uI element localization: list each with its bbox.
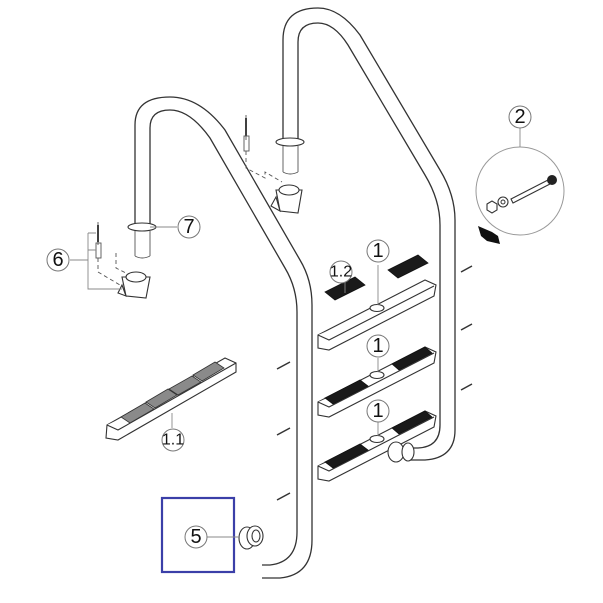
callout-2[interactable]: 2 <box>508 105 532 129</box>
left-handrail <box>127 96 313 579</box>
bolt-set-detail <box>475 128 565 244</box>
callout-1-2-label: 1.2 <box>330 264 352 281</box>
highlight-box <box>160 496 236 574</box>
callout-5[interactable]: 5 <box>184 525 208 549</box>
callout-1-bottom-label: 1 <box>372 400 383 422</box>
callout-2-label: 2 <box>514 106 525 128</box>
rail-screws <box>276 265 473 501</box>
callout-1-top[interactable]: 1 <box>366 239 390 263</box>
end-cap-part-5 <box>238 525 264 550</box>
callout-5-label: 5 <box>190 526 201 548</box>
right-flange <box>275 137 305 147</box>
callout-1-mid-label: 1 <box>372 335 383 357</box>
callout-6-label: 6 <box>52 249 63 271</box>
callout-1-bottom[interactable]: 1 <box>366 399 390 423</box>
callout-7-label: 7 <box>183 216 194 238</box>
callout-7[interactable]: 7 <box>177 215 201 239</box>
callout-1-1[interactable]: 1.1 <box>161 428 185 452</box>
step-bottom <box>317 410 437 482</box>
step-top <box>317 254 437 351</box>
anchor-socket-left <box>95 222 151 299</box>
callout-1-2[interactable]: 1.2 <box>329 260 353 284</box>
callout-1-top-label: 1 <box>372 240 383 262</box>
callout-1-mid[interactable]: 1 <box>366 334 390 358</box>
callout-1-1-label: 1.1 <box>162 432 184 449</box>
anchor-socket-right <box>243 115 303 214</box>
direction-arrow-icon <box>478 226 500 244</box>
right-handrail <box>275 7 456 461</box>
callout-6[interactable]: 6 <box>46 248 70 272</box>
step-1-1 <box>105 357 237 441</box>
step-middle <box>317 346 437 418</box>
